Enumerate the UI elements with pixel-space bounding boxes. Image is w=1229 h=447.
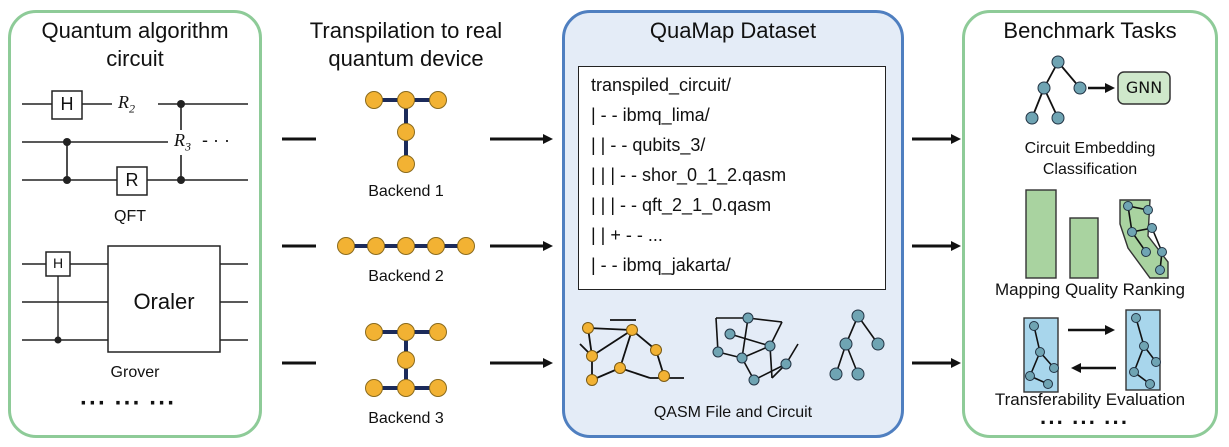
backend-3-label: Backend 3 — [368, 410, 444, 427]
task-ranking-label: Mapping Quality Ranking — [995, 280, 1185, 299]
algorithm-title-line1: Quantum algorithm — [41, 18, 229, 43]
tree-line: | | - - qubits_3/ — [591, 135, 706, 155]
backend-3-topology — [365, 323, 447, 397]
benchmark-more-ellipsis: ··· ··· ··· — [1040, 410, 1130, 435]
task-embedding-line1: Circuit Embedding — [1024, 140, 1156, 157]
qft-r2-label: R2 — [118, 92, 135, 116]
tree-line: | - - ibmq_jakarta/ — [591, 255, 731, 275]
transpile-title-line1: Transpilation to real — [309, 18, 503, 43]
qasm-caption: QASM File and Circuit — [653, 404, 813, 421]
qft-h-gate-label: H — [60, 94, 74, 114]
ranking-device-graph — [1119, 199, 1169, 279]
grover-oracle-label: Oraler — [133, 289, 195, 314]
grover-caption: Grover — [110, 364, 160, 381]
backend-2-label: Backend 2 — [368, 268, 444, 285]
backend-1-topology — [365, 91, 447, 173]
tree-line: | | | - - shor_0_1_2.qasm — [591, 165, 787, 185]
benchmark-title: Benchmark Tasks — [1003, 18, 1177, 43]
ranking-bar-short — [1069, 217, 1099, 279]
qft-r-gate-label: R — [125, 170, 139, 190]
algorithm-more-ellipsis: ··· ··· ··· — [80, 390, 177, 417]
backend-2-topology — [337, 237, 475, 255]
task-embedding-line2: Classification — [1042, 161, 1138, 178]
tree-line: transpiled_circuit/ — [591, 75, 732, 95]
qft-r3-label: R3 — [172, 130, 193, 155]
qft-caption: QFT — [114, 208, 146, 225]
file-tree-box: transpiled_circuit/ | - - ibmq_lima/ | |… — [578, 66, 886, 290]
tree-line: | | + - - ... — [591, 225, 663, 245]
transfer-device-right — [1125, 309, 1161, 391]
algorithm-panel — [8, 10, 262, 438]
algorithm-title-line2: circuit — [106, 46, 164, 71]
task-transfer-label: Transferability Evaluation — [994, 390, 1186, 409]
dataset-title: QuaMap Dataset — [649, 18, 817, 43]
grover-h-gate-label: H — [52, 255, 64, 271]
gnn-box — [1117, 71, 1171, 105]
tree-line: | | | - - qft_2_1_0.qasm — [591, 195, 772, 215]
backend-1-label: Backend 1 — [368, 183, 444, 200]
transfer-device-left — [1023, 317, 1059, 393]
qft-ellipsis: - · · — [202, 130, 230, 150]
gnn-label: GNN — [1125, 78, 1163, 97]
ranking-bar-tall — [1025, 189, 1057, 279]
transpile-title-line2: quantum device — [328, 46, 484, 71]
tree-line: | - - ibmq_lima/ — [591, 105, 710, 125]
